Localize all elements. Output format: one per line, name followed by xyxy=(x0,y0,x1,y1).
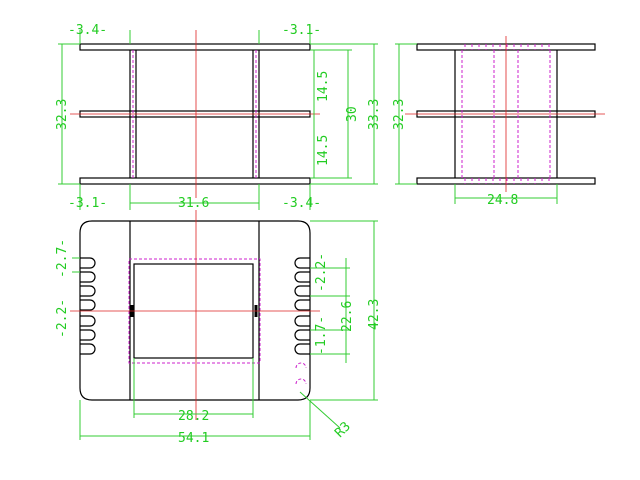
dim-top-left-flange: -3.4- xyxy=(68,23,107,38)
front-view: -3.4- -3.1- -3.1- 31.6 -3.4- 32.3 14.5 1… xyxy=(55,23,382,211)
dim-inner-height: 30 xyxy=(345,106,360,122)
side-view: 32.3 24.8 xyxy=(392,36,605,208)
dim-top-inner-height: 22.6 xyxy=(340,301,355,332)
dim-top-inner-width: 28.2 xyxy=(178,409,209,424)
top-outline xyxy=(79,220,311,401)
dim-left-height: 32.3 xyxy=(55,99,70,130)
front-bottom-flange xyxy=(79,177,311,185)
dim-upper-half: 14.5 xyxy=(316,71,331,102)
dim-bottom-right-flange: -3.4- xyxy=(282,196,321,211)
dim-pin-pitch-right: -2.2- xyxy=(314,253,329,292)
top-view: -2.7- -2.2- -2.2- -1.7- 22.6 42.3 28.2 5… xyxy=(55,210,382,446)
dim-bottom-width: 31.6 xyxy=(178,196,209,211)
front-top-flange xyxy=(79,43,311,51)
dim-top-overall-width: 54.1 xyxy=(178,431,209,446)
dim-pin-pitch-left: -2.7- xyxy=(55,239,70,278)
side-top-pin-slots xyxy=(464,44,550,184)
top-left-pins xyxy=(80,257,96,355)
dim-top-right-flange: -3.1- xyxy=(282,23,321,38)
dim-overall-height: 33.3 xyxy=(367,99,382,130)
dim-bottom-left-flange: -3.1- xyxy=(68,196,107,211)
radius-leader xyxy=(299,391,341,429)
dim-top-overall-height: 42.3 xyxy=(367,299,382,330)
dim-lower-half: 14.5 xyxy=(316,135,331,166)
dim-radius: R3 xyxy=(332,419,354,441)
dim-pin-gap-left: -2.2- xyxy=(55,299,70,338)
top-right-pins xyxy=(294,257,310,385)
dim-side-height: 32.3 xyxy=(392,99,407,130)
dim-pin-gap-right: -1.7- xyxy=(314,316,329,355)
dim-side-width: 24.8 xyxy=(487,193,518,208)
